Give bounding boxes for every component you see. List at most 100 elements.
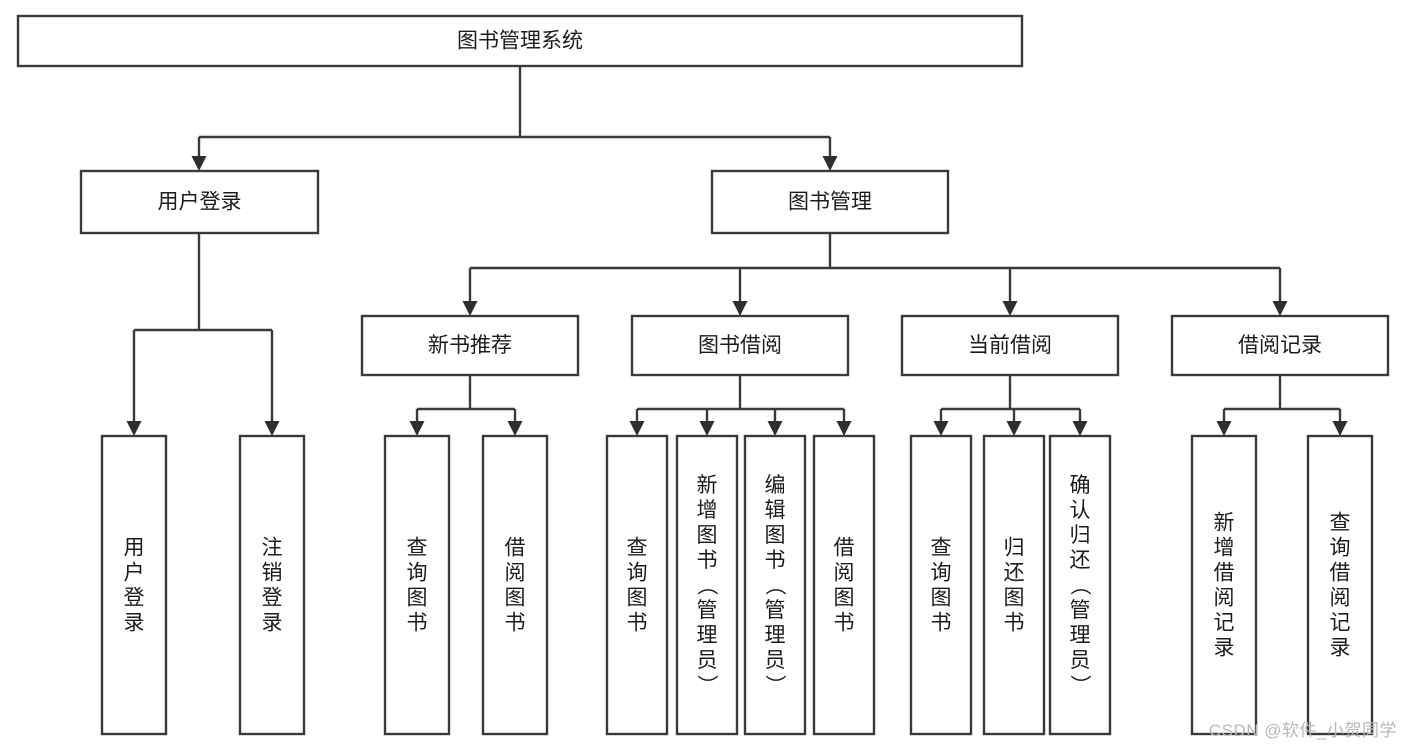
node-current-borrow-rect[interactable] [900, 314, 1120, 377]
node-leaf-borrow-book-2-char: 借 [834, 537, 855, 560]
node-root-rect[interactable] [16, 14, 1024, 68]
node-leaf-logout-rect[interactable] [238, 434, 306, 736]
node-leaf-borrow-book-2-char: 书 [834, 612, 855, 635]
node-leaf-edit-book-admin-char: 编 [765, 474, 786, 497]
node-new-book-recommend-rect[interactable] [360, 314, 580, 377]
node-leaf-logout-char: 登 [262, 587, 283, 610]
arrow-to-leaf-user-login [126, 421, 142, 436]
node-leaf-query-book-1-char: 询 [407, 562, 428, 585]
node-leaf-edit-book-admin-char: （ [763, 575, 786, 596]
node-book-borrow[interactable]: 图书借阅 [630, 314, 850, 377]
node-leaf-edit-book-admin-char: 管 [765, 599, 786, 622]
node-current-borrow-label: 当前借阅 [968, 334, 1052, 357]
node-leaf-add-book-admin-char: 图 [697, 524, 718, 547]
node-leaf-return-book-char: 归 [1004, 537, 1025, 560]
node-leaf-return-book-rect[interactable] [982, 434, 1046, 736]
node-book-manage[interactable]: 图书管理 [710, 169, 950, 235]
node-root[interactable]: 图书管理系统 [16, 14, 1024, 68]
node-leaf-query-book-3-char: 书 [931, 612, 952, 635]
arrow-to-leaf-borrow-book-1 [507, 421, 523, 436]
node-user-login-rect[interactable] [79, 169, 320, 235]
node-leaf-borrow-book-1-rect[interactable] [481, 434, 549, 736]
node-leaf-borrow-book-2-rect[interactable] [812, 434, 876, 736]
node-leaf-edit-book-admin-char: 书 [765, 549, 786, 572]
node-leaf-query-book-3-char: 询 [931, 562, 952, 585]
connector-layer [126, 66, 1348, 436]
node-leaf-user-login[interactable]: 用户登录 [100, 434, 168, 736]
node-current-borrow[interactable]: 当前借阅 [900, 314, 1120, 377]
node-new-book-recommend[interactable]: 新书推荐 [360, 314, 580, 377]
node-user-login[interactable]: 用户登录 [79, 169, 320, 235]
arrow-to-leaf-borrow-book-2 [836, 421, 852, 436]
node-leaf-query-book-2-char: 查 [627, 537, 648, 560]
arrow-to-leaf-query-borrow-record [1332, 421, 1348, 436]
node-user-login-label: 用户登录 [158, 191, 242, 214]
node-leaf-add-book-admin-char: 书 [697, 549, 718, 572]
node-leaf-query-book-2-rect[interactable] [605, 434, 669, 736]
node-leaf-query-book-1-rect[interactable] [383, 434, 451, 736]
node-leaf-borrow-book-1-char: 阅 [505, 562, 526, 585]
arrow-root-to-user-login [191, 156, 207, 171]
node-leaf-confirm-return-admin-rect[interactable] [1048, 434, 1112, 736]
node-leaf-confirm-return-admin-char: 归 [1070, 524, 1091, 547]
node-leaf-edit-book-admin-char: 辑 [765, 499, 786, 522]
node-book-borrow-rect[interactable] [630, 314, 850, 377]
node-root-label: 图书管理系统 [457, 30, 583, 53]
node-leaf-add-book-admin-rect[interactable] [675, 434, 739, 736]
arrow-to-leaf-add-borrow-record [1216, 421, 1232, 436]
node-leaf-query-book-2-char: 询 [627, 562, 648, 585]
csdn-watermark: CSDN @软件_小贺同学 [1208, 721, 1397, 740]
arrow-to-new-book-recommend [462, 301, 478, 316]
arrow-to-borrow-record [1272, 301, 1288, 316]
node-borrow-record[interactable]: 借阅记录 [1170, 314, 1390, 377]
node-leaf-query-book-1-char: 书 [407, 612, 428, 635]
node-leaf-user-login-rect[interactable] [100, 434, 168, 736]
node-leaf-user-login-char: 录 [124, 612, 145, 635]
node-borrow-record-rect[interactable] [1170, 314, 1390, 377]
arrow-root-to-book-manage [822, 156, 838, 171]
arrow-to-book-borrow [732, 301, 748, 316]
node-leaf-add-book-admin-char: 管 [697, 599, 718, 622]
node-leaf-query-book-3-char: 查 [931, 537, 952, 560]
node-leaf-query-borrow-record-char: 阅 [1330, 587, 1351, 610]
node-leaf-query-borrow-record-rect[interactable] [1306, 434, 1374, 736]
node-leaf-add-book-admin-char: 员 [697, 649, 718, 672]
node-borrow-record-label: 借阅记录 [1238, 334, 1322, 357]
node-leaf-edit-book-admin-rect[interactable] [743, 434, 807, 736]
node-leaf-confirm-return-admin-char: 员 [1070, 649, 1091, 672]
node-leaf-edit-book-admin-char: 理 [765, 624, 786, 647]
arrow-to-leaf-logout [264, 421, 280, 436]
node-book-manage-rect[interactable] [710, 169, 950, 235]
node-leaf-return-book-char: 书 [1004, 612, 1025, 635]
arrow-to-leaf-return-book [1006, 421, 1022, 436]
node-leaf-query-book-3-rect[interactable] [909, 434, 973, 736]
node-leaf-return-book-char: 还 [1004, 562, 1025, 585]
node-leaf-return-book-char: 图 [1004, 587, 1025, 610]
arrow-to-leaf-query-book-2 [629, 421, 645, 436]
node-leaf-borrow-book-1-char: 书 [505, 612, 526, 635]
node-leaf-confirm-return-admin-char: 管 [1070, 599, 1091, 622]
node-leaf-confirm-return-admin-char: 还 [1070, 549, 1091, 572]
node-leaf-add-book-admin-char: 增 [697, 499, 718, 522]
arrow-to-leaf-query-book-1 [409, 421, 425, 436]
node-leaf-add-borrow-record-rect[interactable] [1190, 434, 1258, 736]
node-leaf-query-borrow-record-char: 借 [1330, 562, 1351, 585]
node-leaf-confirm-return-admin-char: 确 [1070, 474, 1091, 497]
node-leaf-query-book-2-char: 书 [627, 612, 648, 635]
node-leaf-query-book-1-char: 图 [407, 587, 428, 610]
node-new-book-recommend-label: 新书推荐 [428, 334, 512, 357]
node-leaf-add-borrow-record-char: 增 [1214, 537, 1235, 560]
